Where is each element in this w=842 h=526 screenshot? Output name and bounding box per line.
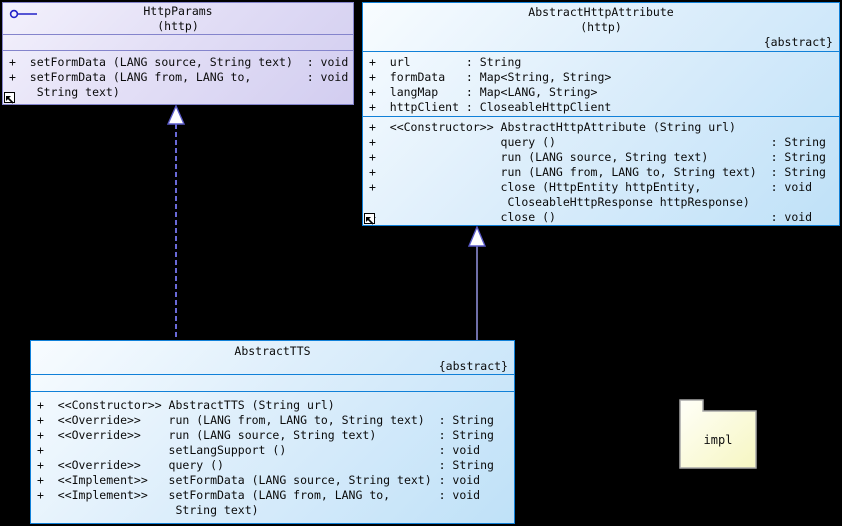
class-header: AbstractTTS {abstract} (31, 341, 514, 374)
class-namespace: (http) (157, 19, 199, 33)
operation-line: + setFormData (LANG source, String text)… (9, 55, 349, 69)
operation-line: + <<Override>> query () : String (37, 458, 494, 472)
operation-line: + <<Constructor>> AbstractHttpAttribute … (369, 120, 736, 134)
attribute-line: + httpClient : CloseableHttpClient (369, 100, 612, 114)
attribute-line: + langMap : Map<LANG, String> (369, 85, 598, 99)
expand-arrow-icon[interactable] (4, 92, 15, 104)
operation-line: String text) (9, 85, 120, 99)
class-title: AbstractTTS (234, 344, 311, 358)
attribute-line: + url : String (369, 55, 522, 69)
class-title: AbstractHttpAttribute (528, 5, 674, 19)
class-header: AbstractHttpAttribute (http) {abstract} (363, 3, 839, 51)
operation-line: + <<Override>> run (LANG source, String … (37, 428, 494, 442)
package-name: impl (703, 432, 733, 447)
interface-lollipop-icon (9, 9, 37, 19)
expand-arrow-icon[interactable] (364, 213, 375, 225)
class-box-abstracthttpattribute[interactable]: AbstractHttpAttribute (http) {abstract} … (362, 2, 840, 226)
operation-line: + <<Implement>> setFormData (LANG source… (37, 473, 481, 487)
operation-line: CloseableHttpResponse httpResponse) (369, 195, 750, 209)
operation-line: String text) (37, 503, 259, 517)
operations-compartment: + <<Constructor>> AbstractTTS (String ur… (31, 391, 514, 523)
attributes-compartment: + url : String + formData : Map<String, … (363, 51, 839, 116)
operation-line: + <<Implement>> setFormData (LANG from, … (37, 488, 481, 502)
class-title: HttpParams (143, 4, 213, 18)
operations-compartment: + setFormData (LANG source, String text)… (3, 50, 353, 105)
class-box-abstracttts[interactable]: AbstractTTS {abstract} + <<Constructor>>… (30, 340, 515, 524)
operation-line: + setFormData (LANG from, LANG to, : voi… (9, 70, 349, 84)
operation-line: + close (HttpEntity httpEntity, : void (369, 180, 813, 194)
class-namespace: (http) (580, 20, 622, 34)
operation-line: + setLangSupport () : void (37, 443, 481, 457)
operation-line: + close () : void (369, 210, 813, 224)
attributes-compartment-empty (3, 34, 353, 50)
attribute-line: + formData : Map<String, String> (369, 70, 612, 84)
class-box-httpparams[interactable]: HttpParams (http) + setFormData (LANG so… (2, 2, 354, 105)
operations-compartment: + <<Constructor>> AbstractHttpAttribute … (363, 116, 839, 225)
attributes-compartment-empty (31, 374, 514, 391)
realization-hollow-triangle-arrowhead (166, 104, 186, 125)
operation-line: + query () : String (369, 135, 826, 149)
operation-line: + run (LANG source, String text) : Strin… (369, 150, 826, 164)
generalization-hollow-triangle-arrowhead (467, 225, 487, 247)
abstract-modifier: {abstract} (763, 35, 833, 49)
abstract-modifier: {abstract} (438, 359, 508, 373)
operation-line: + <<Constructor>> AbstractTTS (String ur… (37, 398, 335, 412)
class-header: HttpParams (http) (3, 3, 353, 34)
operation-line: + <<Override>> run (LANG from, LANG to, … (37, 413, 494, 427)
operation-line: + run (LANG from, LANG to, String text) … (369, 165, 826, 179)
